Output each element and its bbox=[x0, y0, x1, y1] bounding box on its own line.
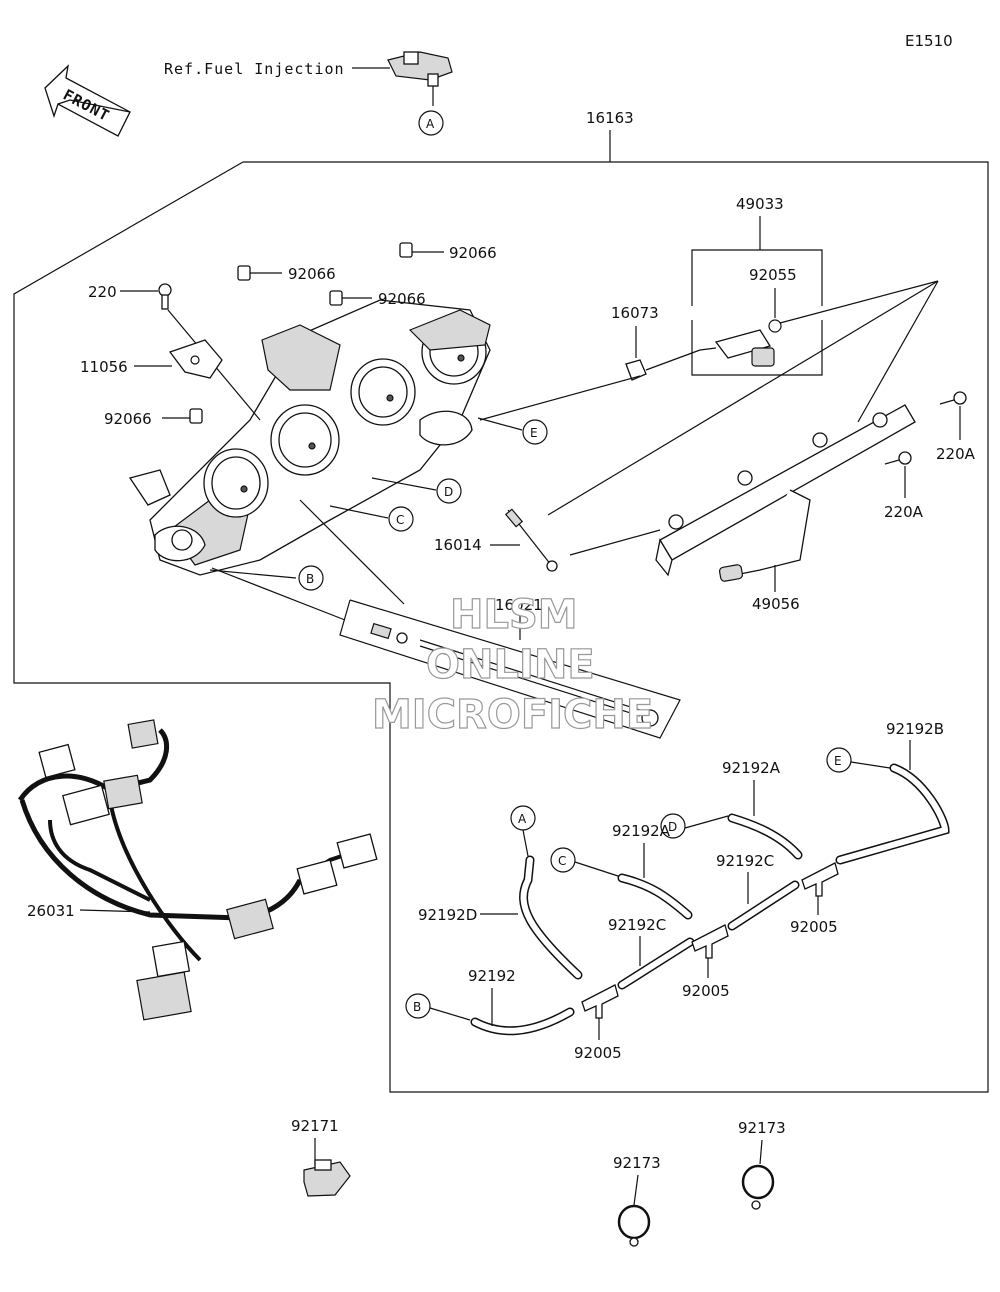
label-92066-b: 92066 bbox=[378, 290, 426, 308]
bracket-11056-icon bbox=[168, 339, 223, 379]
label-92192c-lower: 92192C bbox=[608, 916, 666, 934]
label-92192d: 92192D bbox=[418, 906, 477, 924]
label-92173-right: 92173 bbox=[738, 1119, 786, 1137]
label-92173-left: 92173 bbox=[613, 1154, 661, 1172]
reference-label: Ref.Fuel Injection bbox=[164, 60, 345, 78]
label-92192a-upper: 92192A bbox=[722, 759, 781, 777]
sensor-icon bbox=[387, 51, 453, 106]
label-92066-c: 92066 bbox=[449, 244, 497, 262]
label-49033: 49033 bbox=[736, 195, 784, 213]
throttle-assembly-frame bbox=[13, 161, 989, 1093]
clip-92171-icon bbox=[303, 1159, 351, 1197]
screw-220-icon bbox=[158, 283, 172, 310]
label-92005-b: 92005 bbox=[682, 982, 730, 1000]
label-220a-left: 220A bbox=[884, 503, 924, 521]
diagram-code: E1510 bbox=[905, 32, 953, 50]
watermark-line3: MICROFICHE bbox=[372, 692, 653, 738]
callout-b-lower bbox=[405, 993, 431, 1019]
shaft-16021-icon bbox=[339, 599, 681, 739]
label-49056: 49056 bbox=[752, 595, 800, 613]
callout-c-upper-label: C bbox=[396, 513, 404, 527]
watermark-line2: ONLINE bbox=[426, 642, 595, 688]
grommet-16073-icon bbox=[625, 359, 647, 381]
label-220: 220 bbox=[88, 283, 117, 301]
callout-b-upper bbox=[298, 565, 324, 591]
callout-b-lower-label: B bbox=[413, 1000, 421, 1014]
callout-d-upper-label: D bbox=[444, 485, 453, 499]
pin-16014-icon bbox=[504, 508, 558, 572]
label-220a-right: 220A bbox=[936, 445, 976, 463]
callout-c-lower bbox=[550, 847, 576, 873]
label-92066-d: 92066 bbox=[104, 410, 152, 428]
callout-a-top-label: A bbox=[426, 117, 435, 131]
cap-92066-icon bbox=[189, 242, 413, 424]
o-ring-92055-icon bbox=[768, 319, 782, 333]
callout-e-upper bbox=[522, 419, 548, 445]
label-16021: 16021 bbox=[495, 596, 543, 614]
tee-fitting-92005-icon bbox=[581, 862, 839, 1019]
throttle-body-assembly bbox=[128, 299, 491, 576]
label-92192: 92192 bbox=[468, 967, 516, 985]
label-92005-c: 92005 bbox=[574, 1044, 622, 1062]
label-16163: 16163 bbox=[586, 109, 634, 127]
fuel-rail-icon bbox=[655, 404, 916, 582]
wiring-harness-26031-icon bbox=[17, 719, 378, 1021]
label-92066-a: 92066 bbox=[288, 265, 336, 283]
injector-icon bbox=[699, 329, 775, 367]
callout-e-lower bbox=[826, 747, 852, 773]
callout-d-lower bbox=[660, 813, 686, 839]
label-16014: 16014 bbox=[434, 536, 482, 554]
watermark-line1: HLSM bbox=[450, 592, 578, 638]
clamp-92173-left-icon bbox=[617, 1204, 651, 1247]
clamp-92173-right-icon bbox=[741, 1164, 775, 1210]
callout-c-upper bbox=[388, 506, 414, 532]
callout-a-top bbox=[418, 110, 444, 136]
callout-e-upper-label: E bbox=[530, 426, 538, 440]
callout-e-lower-label: E bbox=[834, 754, 842, 768]
callout-d-upper bbox=[436, 478, 462, 504]
label-92192a-lower: 92192A bbox=[612, 822, 671, 840]
vacuum-hoses-icon bbox=[470, 763, 950, 1036]
front-arrow-icon: FRONT bbox=[44, 64, 131, 137]
label-26031: 26031 bbox=[27, 902, 75, 920]
label-92192b: 92192B bbox=[886, 720, 944, 738]
callout-a-lower-label: A bbox=[518, 812, 527, 826]
label-92171: 92171 bbox=[291, 1117, 339, 1135]
callout-c-lower-label: C bbox=[558, 854, 566, 868]
label-92005-a: 92005 bbox=[790, 918, 838, 936]
label-92192c-upper: 92192C bbox=[716, 852, 774, 870]
label-92055: 92055 bbox=[749, 266, 797, 284]
label-11056: 11056 bbox=[80, 358, 128, 376]
label-16073: 16073 bbox=[611, 304, 659, 322]
callout-d-lower-label: D bbox=[668, 820, 677, 834]
callout-b-upper-label: B bbox=[306, 572, 314, 586]
